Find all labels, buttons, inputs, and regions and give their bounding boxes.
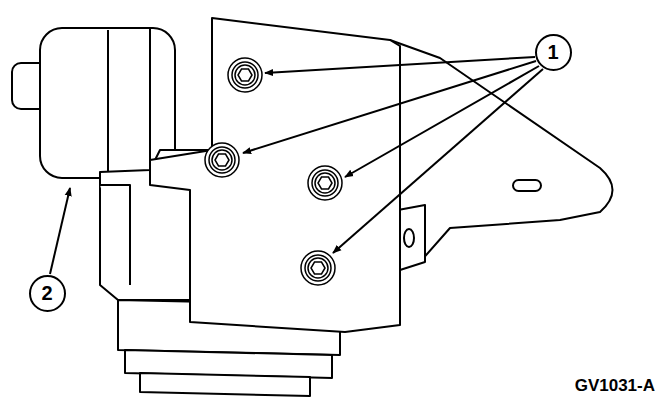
callout-number: 2 [41, 283, 52, 303]
callout-circle: 2 [29, 275, 66, 312]
figure-code: GV1031-A [575, 376, 655, 396]
callout-number: 1 [547, 42, 558, 62]
callout-circle: 1 [535, 34, 572, 71]
leader-lines [50, 57, 543, 274]
